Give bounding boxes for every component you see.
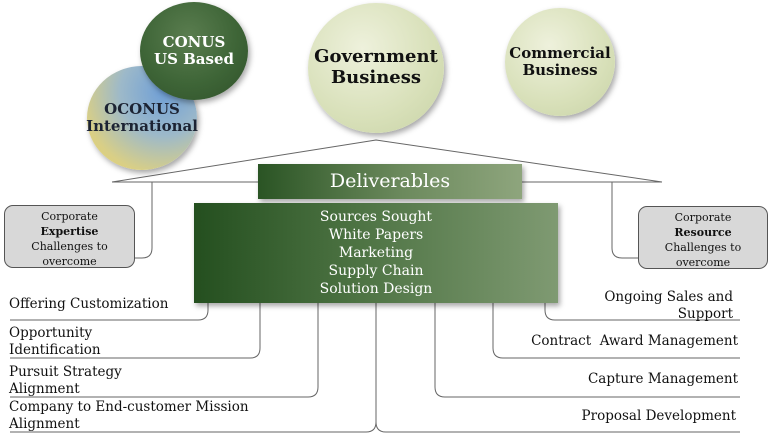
box-line: Corporate — [41, 210, 98, 223]
label-line: Alignment — [9, 416, 80, 432]
label-line: Company to End-customer Mission — [9, 399, 249, 415]
connector-right-box — [611, 182, 638, 259]
us-based-label: US Based — [153, 50, 234, 68]
commercial-label: Commercial — [509, 43, 611, 62]
corporate-resource-box: Corporate Resource Challenges to overcom… — [638, 206, 768, 269]
label-line: Capture Management — [587, 371, 738, 387]
box-emphasis: Expertise — [40, 225, 99, 238]
connector-pursuit — [10, 303, 319, 398]
conus-label: CONUS — [162, 32, 226, 51]
deliverable-item: Solution Design — [319, 281, 433, 297]
box-line: Challenges to — [664, 241, 742, 254]
label-line: Support — [677, 306, 733, 322]
box-line: Challenges to — [31, 240, 108, 253]
label-line: Proposal Development — [581, 408, 736, 424]
label-offering-customization: Offering Customization — [9, 296, 168, 313]
label-opportunity-identification: Opportunity Identification — [9, 325, 101, 359]
label-capture-management: Capture Management — [588, 371, 738, 388]
deliverable-item: White Papers — [328, 227, 424, 243]
box-line: overcome — [42, 255, 97, 268]
government-business-label: Business — [330, 67, 422, 88]
deliverable-item: Supply Chain — [328, 263, 424, 279]
box-line: overcome — [675, 256, 731, 269]
connector-ongoing — [544, 303, 740, 321]
label-line: Identification — [9, 342, 101, 358]
deliverable-item: Marketing — [338, 245, 414, 261]
deliverables-header: Deliverables — [258, 164, 522, 199]
label-line: Alignment — [9, 381, 80, 397]
label-contract-award: Contract Award Management — [531, 333, 738, 350]
label-line: Offering Customization — [9, 296, 169, 312]
roof-line — [111, 139, 663, 183]
government-label: Government — [314, 46, 438, 68]
conus-us-based-circle: CONUS US Based — [140, 2, 248, 100]
connector-proposal — [375, 310, 740, 433]
box-line: Corporate — [674, 211, 732, 224]
oconus-label: OCONUS — [104, 99, 180, 118]
connector-offering — [10, 303, 209, 321]
label-pursuit-strategy: Pursuit Strategy Alignment — [9, 364, 122, 398]
label-line: Ongoing Sales and — [604, 289, 733, 305]
government-business-circle: Government Business — [308, 3, 444, 133]
label-line: Pursuit Strategy — [9, 364, 122, 380]
deliverables-list-box: Sources Sought White Papers Marketing Su… — [194, 203, 558, 303]
corporate-expertise-box: Corporate Expertise Challenges to overco… — [4, 205, 135, 268]
deliverable-item: Sources Sought — [319, 209, 433, 225]
label-ongoing-sales: Ongoing Sales and Support — [604, 289, 733, 323]
international-label: International — [86, 117, 198, 135]
label-company-mission: Company to End-customer Mission Alignmen… — [9, 399, 249, 433]
label-line: Contract Award Management — [531, 333, 738, 349]
commercial-business-circle: Commercial Business — [505, 8, 615, 116]
label-line: Opportunity — [9, 325, 93, 341]
oconus-international-circle: OCONUS International — [86, 66, 198, 170]
connector-capture — [434, 303, 740, 398]
connector-opportunity — [10, 303, 261, 359]
connector-left-box — [135, 182, 153, 259]
label-proposal-development: Proposal Development — [582, 408, 736, 425]
box-emphasis: Resource — [674, 226, 732, 239]
commercial-business-label: Business — [522, 61, 598, 79]
connector-contract — [492, 303, 740, 359]
